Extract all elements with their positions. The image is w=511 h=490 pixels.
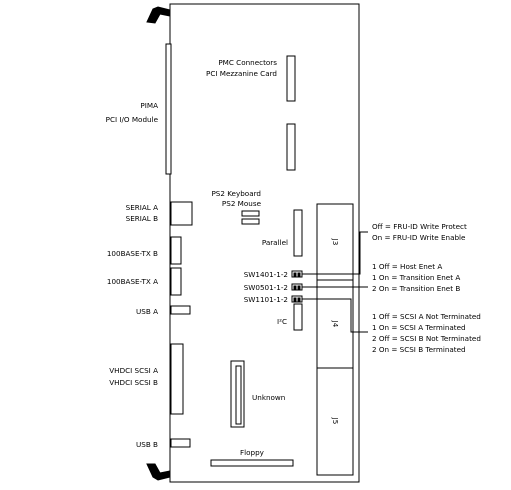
i2c-connector xyxy=(293,303,303,331)
ps2-keyboard-connector xyxy=(241,210,260,217)
pima-label-line2: PCI I/O Module xyxy=(106,115,159,124)
j4-label: J4 xyxy=(331,320,340,328)
sw1401-switch xyxy=(291,270,303,278)
usb-b-label: USB B xyxy=(136,440,158,449)
vhdci-a-label: VHDCI SCSI A xyxy=(109,366,158,375)
sw0501-label: SW0501-1-2 xyxy=(244,283,288,292)
sw0501-note: 1 On = Transition Enet A xyxy=(372,273,460,282)
top-ejector-handle xyxy=(146,6,171,24)
sw1401-note: Off = FRU-ID Write Protect xyxy=(372,222,467,231)
sw1101-switch xyxy=(291,295,303,303)
sw1101-note: 2 Off = SCSI B Not Terminated xyxy=(372,334,481,343)
sw1101-note: 1 Off = SCSI A Not Terminated xyxy=(372,312,481,321)
ps2-mouse-connector xyxy=(241,218,260,225)
sw1101-note: 2 On = SCSI B Terminated xyxy=(372,345,466,354)
pmc-label-line1: PMC Connectors xyxy=(218,58,277,67)
j5-label: J5 xyxy=(331,417,340,425)
sw1401-label: SW1401-1-2 xyxy=(244,270,288,279)
unknown-inner xyxy=(235,365,242,425)
usb-a-connector xyxy=(170,305,191,315)
ethernet-a-connector xyxy=(170,267,182,296)
j3-label: J3 xyxy=(331,238,340,246)
floppy-connector xyxy=(210,459,294,467)
serial-a-label: SERIAL A xyxy=(126,203,158,212)
sw1401-note: On = FRU-ID Write Enable xyxy=(372,233,466,242)
vhdci-b-label: VHDCI SCSI B xyxy=(109,378,158,387)
base-tx-b-label: 100BASE-TX B xyxy=(107,249,158,258)
sw0501-switch xyxy=(291,283,303,291)
serial-connector xyxy=(170,201,193,226)
parallel-connector xyxy=(293,209,303,257)
ps2-keyboard-label: PS2 Keyboard xyxy=(211,189,261,198)
serial-b-label: SERIAL B xyxy=(126,214,158,223)
pmc-label-line2: PCI Mezzanine Card xyxy=(206,69,277,78)
i2c-label: I²C xyxy=(277,317,287,326)
sw1101-label: SW1101-1-2 xyxy=(244,295,288,304)
ps2-mouse-label: PS2 Mouse xyxy=(222,199,262,208)
usb-b-connector xyxy=(170,438,191,448)
pmc-connector-upper xyxy=(286,55,296,102)
unknown-label: Unknown xyxy=(252,393,285,402)
usb-a-label: USB A xyxy=(136,307,158,316)
j5-connector xyxy=(316,367,354,476)
pmc-connector-lower xyxy=(286,123,296,171)
vhdci-connector xyxy=(170,343,184,415)
sw0501-note: 2 On = Transition Enet B xyxy=(372,284,460,293)
bottom-ejector-handle xyxy=(146,463,171,481)
ethernet-b-connector xyxy=(170,236,182,265)
sw1101-leader xyxy=(302,298,368,333)
base-tx-a-label: 100BASE-TX A xyxy=(107,277,158,286)
sw0501-note: 1 Off = Host Enet A xyxy=(372,262,442,271)
pima-label-line1: PIMA xyxy=(140,101,158,110)
floppy-label: Floppy xyxy=(240,448,265,457)
parallel-label: Parallel xyxy=(262,238,288,247)
j4-connector xyxy=(316,279,354,369)
sw1101-note: 1 On = SCSI A Terminated xyxy=(372,323,466,332)
sw1401-leader xyxy=(302,231,368,275)
pima-connector xyxy=(165,43,172,175)
